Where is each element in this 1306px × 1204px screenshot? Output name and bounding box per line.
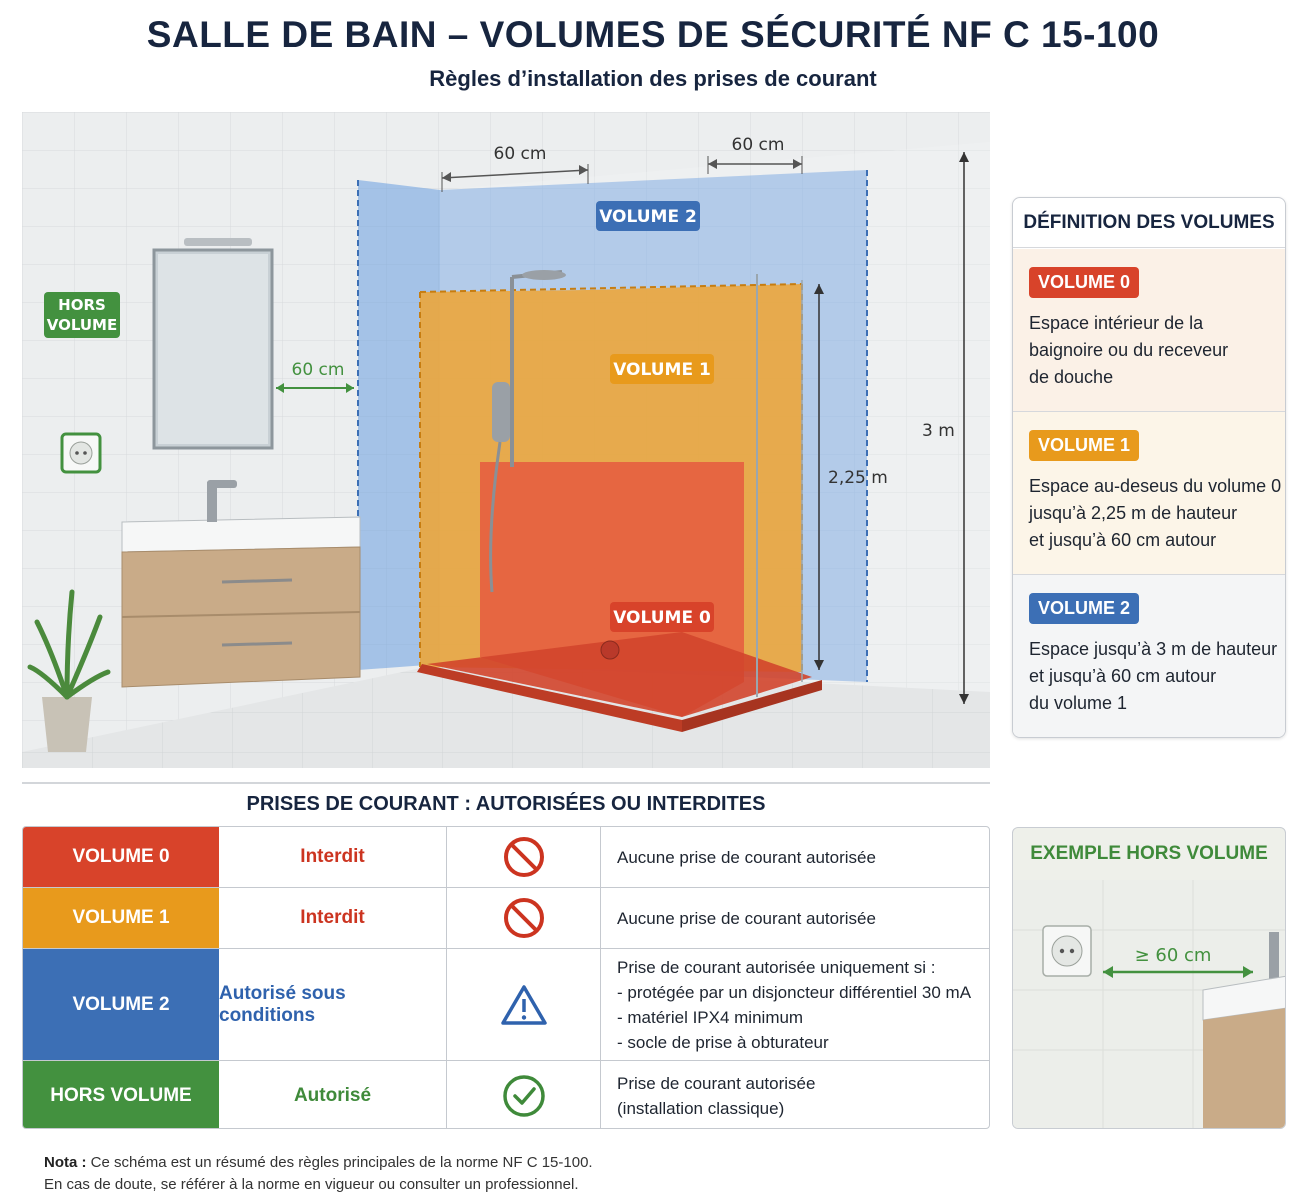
example-title: EXEMPLE HORS VOLUME xyxy=(1030,843,1268,864)
sink xyxy=(121,516,361,553)
badge-volume1: VOLUME 1 xyxy=(1029,430,1140,461)
dim-hors-volume-60: 60 cm xyxy=(292,360,345,380)
warning-icon xyxy=(447,949,601,1060)
table-row: VOLUME 1 Interdit Aucune prise de couran… xyxy=(23,888,989,949)
lamp-icon xyxy=(184,238,252,246)
bathroom-scene: 60 cm 60 cm 60 cm 2,25 m 3 m VOLUME 2 VO… xyxy=(22,112,990,768)
plant-pot xyxy=(42,697,92,752)
faucet-icon xyxy=(207,480,237,488)
shower-tray xyxy=(427,632,812,717)
footnote: Nota : Ce schéma est un résumé des règle… xyxy=(44,1154,593,1193)
row-status: Interdit xyxy=(219,827,447,887)
row-status: Autorisé xyxy=(219,1061,447,1128)
dim-volume2-height: 3 m xyxy=(922,421,955,441)
row-volume-label: VOLUME 0 xyxy=(23,827,219,887)
faucet-icon xyxy=(1269,932,1279,982)
definition-volume2: VOLUME 2 Espace jusqu’à 3 m de hauteur e… xyxy=(1013,575,1285,737)
example-illustration: ≥ 60 cm xyxy=(1013,880,1285,1128)
svg-text:VOLUME 0: VOLUME 0 xyxy=(613,608,711,628)
sockets-rules-table: VOLUME 0 Interdit Aucune prise de couran… xyxy=(22,826,990,1129)
svg-text:VOLUME: VOLUME xyxy=(47,316,117,334)
row-description: Aucune prise de courant autorisée xyxy=(617,908,876,928)
section-divider xyxy=(22,782,990,784)
definition-volume0: VOLUME 0 Espace intérieur de la baignoir… xyxy=(1013,249,1285,412)
check-icon xyxy=(447,1061,601,1128)
page-subtitle: Règles d’installation des prises de cour… xyxy=(429,66,877,91)
row-volume-label: VOLUME 1 xyxy=(23,888,219,948)
page-title: SALLE DE BAIN – VOLUMES DE SÉCURITÉ NF C… xyxy=(146,14,1160,55)
row-description: Prise de courant autorisée uniquement si… xyxy=(617,957,972,1052)
table-row: HORS VOLUME Autorisé Prise de courant au… xyxy=(23,1061,989,1128)
plant-icon xyxy=(27,589,111,700)
badge-volume2: VOLUME 2 xyxy=(1029,593,1140,624)
table-title: PRISES DE COURANT : AUTORISÉES OU INTERD… xyxy=(246,793,766,815)
svg-text:VOLUME 1: VOLUME 1 xyxy=(613,360,711,380)
row-status: Autorisé sous conditions xyxy=(219,949,447,1060)
shower-head-icon xyxy=(522,270,566,280)
dim-top-right-60: 60 cm xyxy=(732,135,785,155)
row-description: Prise de courant autorisée (installation… xyxy=(617,1073,816,1118)
row-status: Interdit xyxy=(219,888,447,948)
row-volume-label: VOLUME 2 xyxy=(23,949,219,1060)
definition-volume1: VOLUME 1 Espace au-deseus du volume 0 ju… xyxy=(1013,412,1285,575)
svg-text:HORS: HORS xyxy=(58,296,106,314)
definitions-title: DÉFINITION DES VOLUMES xyxy=(1013,198,1285,248)
badge-volume0: VOLUME 0 xyxy=(1029,267,1140,298)
tag-volume0: VOLUME 0 xyxy=(610,602,714,632)
example-distance-label: ≥ 60 cm xyxy=(1135,945,1212,966)
volume-definitions-panel: DÉFINITION DES VOLUMES VOLUME 0 Espace i… xyxy=(1012,197,1286,738)
forbidden-icon xyxy=(447,888,601,948)
dim-top-left-60: 60 cm xyxy=(494,144,547,164)
tag-hors-volume: HORS VOLUME xyxy=(44,292,120,338)
forbidden-icon xyxy=(447,827,601,887)
svg-text:VOLUME 2: VOLUME 2 xyxy=(599,207,697,227)
table-row: VOLUME 0 Interdit Aucune prise de couran… xyxy=(23,827,989,888)
table-row: VOLUME 2 Autorisé sous conditions Prise … xyxy=(23,949,989,1061)
row-volume-label: HORS VOLUME xyxy=(23,1061,219,1128)
tag-volume1: VOLUME 1 xyxy=(610,354,714,384)
note-label: Nota : xyxy=(44,1154,87,1171)
dim-volume1-height: 2,25 m xyxy=(828,468,888,488)
vanity-cabinet xyxy=(121,546,361,688)
tag-volume2: VOLUME 2 xyxy=(596,201,700,231)
example-hors-volume-panel: EXEMPLE HORS VOLUME ≥ 60 cm xyxy=(1012,827,1286,1129)
row-description: Aucune prise de courant autorisée xyxy=(617,847,876,867)
